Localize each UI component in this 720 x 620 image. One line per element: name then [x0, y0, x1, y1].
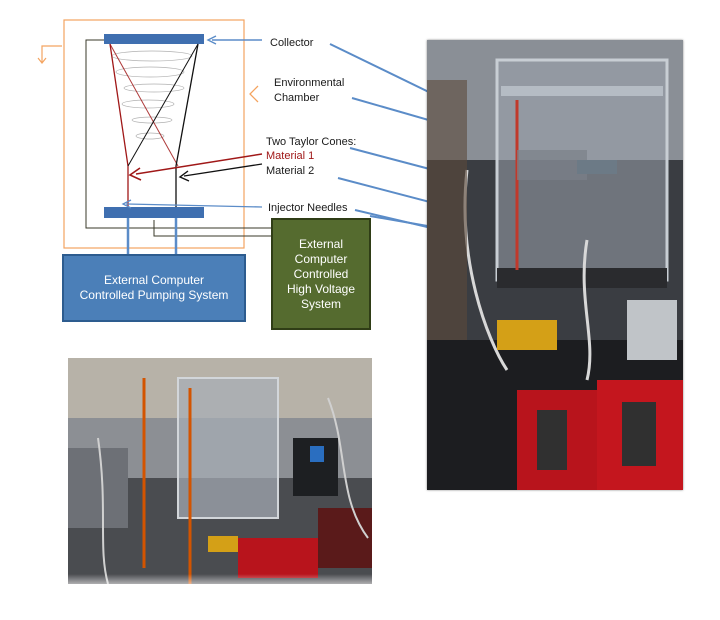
chamber-pointer-icon [249, 85, 259, 103]
chamber-label-line1: Environmental [274, 77, 345, 89]
collector-plate [104, 34, 204, 44]
lab-setup-photo-art [427, 40, 683, 490]
material1-arrow-head [128, 167, 142, 181]
hv-wiring [85, 39, 272, 229]
chamber-label-line2: Chamber [274, 92, 320, 104]
material1-arrow [135, 153, 263, 175]
high-voltage-system-box: External Computer Controlled High Voltag… [271, 218, 371, 330]
collector-arrow-head [206, 35, 217, 45]
collector-label: Collector [270, 37, 314, 49]
pumping-system-box: External Computer Controlled Pumping Sys… [62, 254, 246, 322]
ground-arrow [41, 45, 62, 62]
taylor-cone-material2-cross [127, 43, 199, 167]
material2-arrow-head [178, 170, 190, 182]
material2-arrow [183, 163, 263, 177]
bench-setup-photo-art [68, 358, 372, 584]
needles-arrow [125, 203, 263, 208]
needles-arrow-head [121, 199, 132, 209]
material1-label: Material 1 [266, 150, 315, 162]
injector-needles-label: Injector Needles [268, 202, 348, 214]
taylor-cones-title: Two Taylor Cones: [266, 136, 357, 148]
injector-needles-plate [104, 207, 204, 218]
lab-setup-photo [427, 40, 683, 490]
taylor-cone-material2 [175, 43, 199, 208]
bench-setup-photo [68, 358, 372, 584]
taylor-cone-material1-cross [109, 43, 179, 167]
fiber-whipping [111, 50, 193, 140]
environmental-chamber-outline [63, 19, 245, 249]
bench-photo-fade [68, 574, 372, 592]
ground-arrow-head [37, 57, 47, 64]
hv-wiring-2 [153, 220, 272, 237]
material2-label: Material 2 [266, 165, 315, 177]
